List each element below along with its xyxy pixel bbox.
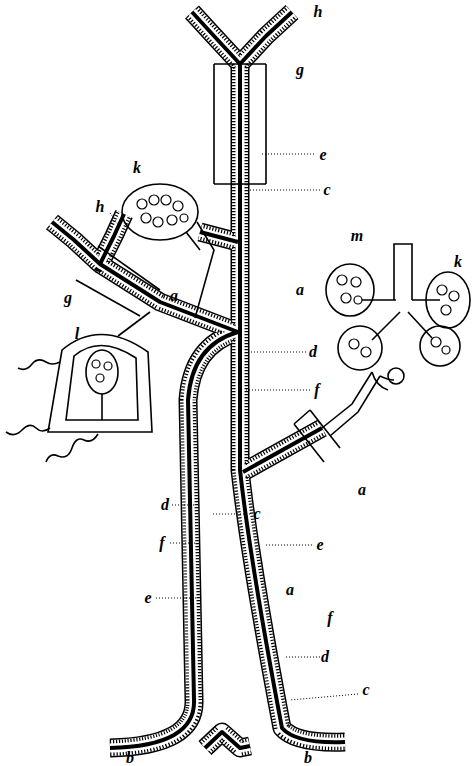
part-letter: d (161, 497, 169, 513)
part-letter: h (96, 199, 105, 215)
medusa-bud (6, 312, 152, 462)
part-letter: e (316, 537, 323, 553)
part-letter: a (358, 482, 366, 498)
part-letter: c (323, 182, 330, 198)
part-letter: e (319, 147, 326, 163)
part-letter: a (170, 288, 178, 304)
part-letter: f (314, 382, 319, 398)
part-letter: c (253, 506, 260, 522)
part-letter: c (362, 682, 369, 698)
part-letter: l (75, 326, 79, 342)
hydrotheca-walls (76, 64, 340, 462)
part-letter: a (296, 282, 304, 298)
part-letter: a (286, 582, 294, 598)
part-letter: g (296, 62, 304, 78)
coenosarc-tubes (52, 12, 345, 748)
leader-lines (110, 154, 358, 700)
part-letter: m (351, 228, 363, 244)
part-letter: k (454, 254, 462, 270)
part-letter: b (126, 750, 134, 766)
blastostyle-oval (122, 184, 214, 318)
part-letter: g (64, 290, 72, 306)
part-letter: e (144, 590, 151, 606)
part-letter: d (309, 344, 317, 360)
part-letter: k (133, 160, 141, 176)
gonangium-cluster (322, 244, 470, 436)
part-letter: d (321, 649, 329, 665)
part-letter: h (314, 4, 323, 20)
part-letter: b (304, 750, 312, 766)
part-letter: f (159, 535, 164, 551)
part-letter: f (327, 610, 332, 626)
